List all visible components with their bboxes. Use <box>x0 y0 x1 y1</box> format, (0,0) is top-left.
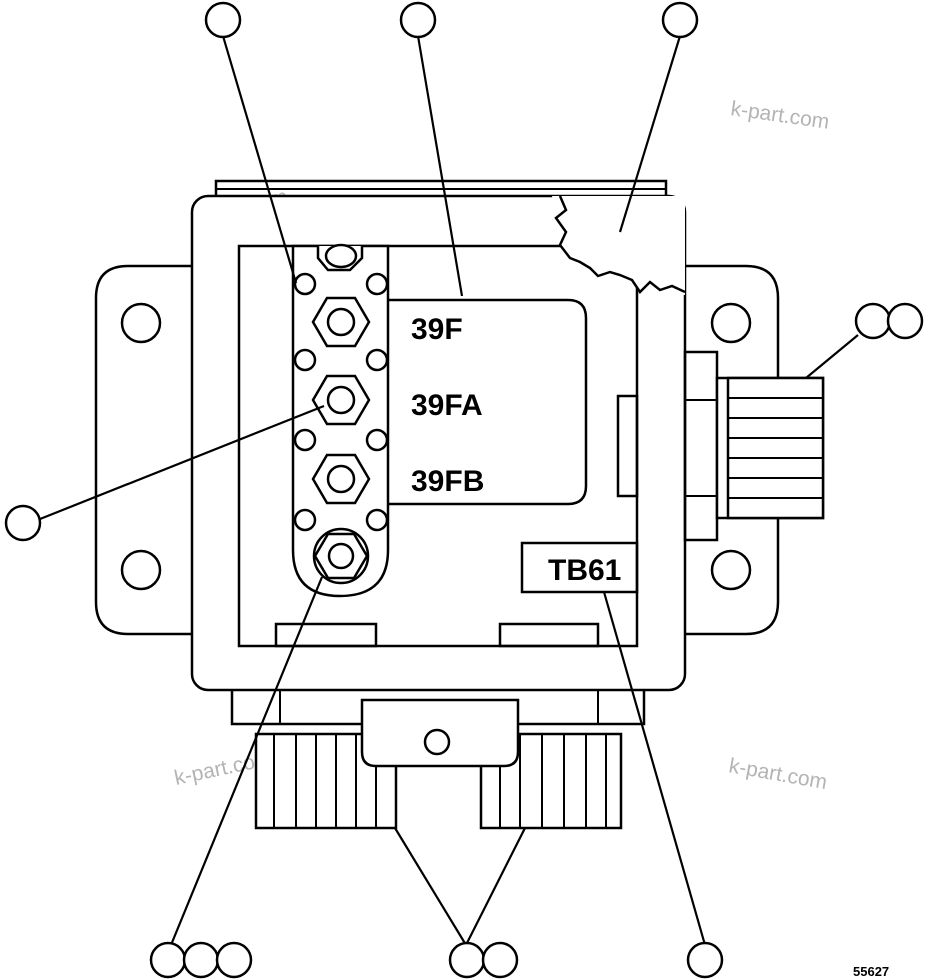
right-connector <box>683 350 825 542</box>
callout-circle <box>182 941 220 979</box>
callout-circles <box>4 1 924 979</box>
terminal-strip <box>291 243 390 598</box>
figure-number: 55627 <box>853 964 889 979</box>
callout-circle <box>149 941 187 979</box>
terminal-label-39f: 39F <box>411 313 463 346</box>
terminal-label-39fa: 39FA <box>411 389 483 422</box>
leader-lines <box>39 35 859 946</box>
tb61-label-box <box>520 541 639 594</box>
terminal-nut-39fb <box>311 453 371 505</box>
terminal-label-39fb: 39FB <box>411 465 484 498</box>
left-mounting-flange <box>94 264 192 636</box>
callout-circle <box>215 941 253 979</box>
callout-circle <box>448 941 486 979</box>
callout-circle <box>854 302 892 340</box>
callout-circle <box>481 941 519 979</box>
callout-circle <box>886 302 924 340</box>
terminal-nut-top <box>316 243 364 272</box>
watermark-bottom-right: k-part.com <box>727 754 829 794</box>
terminal-nut-bottom <box>312 527 370 585</box>
bottom-slot-right <box>498 622 600 648</box>
callout-circle <box>686 941 724 979</box>
callout-circle <box>204 1 242 39</box>
center-tab <box>360 698 520 768</box>
watermark-top-right: k-part.com <box>729 97 830 134</box>
cutaway-corner <box>552 195 686 295</box>
callout-circle <box>399 1 437 39</box>
callout-circle <box>661 1 699 39</box>
terminal-labels: 39F 39FA 39FB <box>411 313 484 498</box>
callout-circle <box>4 504 42 542</box>
terminal-nut-39f <box>311 296 371 348</box>
terminal-nut-39fa <box>311 374 371 426</box>
tb61-label: TB61 <box>548 554 621 587</box>
side-slot <box>616 394 639 498</box>
strip-holes <box>293 272 389 532</box>
label-panel <box>387 298 588 506</box>
bottom-slot-left <box>274 622 378 648</box>
